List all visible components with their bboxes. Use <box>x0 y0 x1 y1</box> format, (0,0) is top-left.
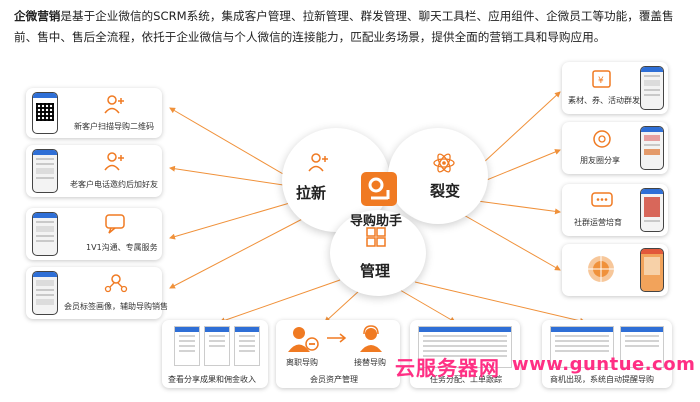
coupon-icon: ¥ <box>592 70 611 88</box>
bottom-card-4: 商机出现，系统自动提醒导购 <box>542 320 672 388</box>
watermark-url: www.guntue.com <box>512 354 696 375</box>
bottom-card-2-label: 会员资产管理 <box>310 375 358 384</box>
bottom-card-3-label: 任务分配、工单跟踪 <box>430 375 502 384</box>
add-user-icon <box>104 152 124 171</box>
support-agent-icon <box>360 325 382 352</box>
left-card-1: 新客户扫描导购二维码 <box>26 88 162 138</box>
bottom-card-3: 任务分配、工单跟踪 <box>410 320 520 388</box>
phone-mockup <box>640 126 664 170</box>
chat-bubble-icon <box>105 214 125 234</box>
right-card-1: ¥ 素材、券、活动群发 <box>562 62 668 114</box>
center-logo <box>361 172 397 206</box>
bottom-card-1-label: 查看分享成果和佣金收入 <box>168 375 256 384</box>
intro-text: 是基于企业微信的SCRM系统，集成客户管理、拉新管理、群发管理、聊天工具栏、应用… <box>14 9 674 44</box>
left-card-3: 1V1沟通、专属服务 <box>26 208 162 260</box>
screen-mockup <box>174 326 200 366</box>
hub-guanli-label: 管理 <box>360 262 391 280</box>
guide-logo-icon <box>368 177 390 200</box>
right-card-3-label: 社群运营培育 <box>574 218 622 227</box>
phone-mockup <box>32 92 58 134</box>
right-card-2: 朋友圈分享 <box>562 122 668 174</box>
phone-mockup <box>32 271 58 315</box>
intro-paragraph: 企微营销是基于企业微信的SCRM系统，集成客户管理、拉新管理、群发管理、聊天工具… <box>14 6 690 48</box>
phone-mockup <box>640 66 664 110</box>
screen-mockup <box>620 326 664 368</box>
right-card-2-label: 朋友圈分享 <box>580 156 620 165</box>
left-card-2: 老客户电话邀约后加好友 <box>26 145 162 197</box>
hub-guanli: 管理 <box>330 210 426 296</box>
user-network-icon <box>104 274 128 293</box>
share-camera-icon <box>593 130 611 148</box>
right-card-1-label: 素材、券、活动群发 <box>568 96 640 105</box>
phone-mockup <box>32 212 58 256</box>
add-user-icon <box>104 95 124 114</box>
left-card-1-label: 新客户扫描导购二维码 <box>74 122 154 131</box>
hub-liebian: 裂变 <box>388 128 488 224</box>
right-card-4 <box>562 244 668 296</box>
screen-mockup <box>418 326 512 368</box>
left-card-4-label: 会员标签画像，辅助导购销售 <box>64 302 168 311</box>
left-tag: 离职导购 <box>286 358 318 367</box>
remove-user-icon <box>288 327 319 352</box>
qr-code-icon <box>36 103 54 121</box>
hub-laxin-label: 拉新 <box>296 184 327 202</box>
atom-icon <box>433 153 455 173</box>
screen-mockup <box>234 326 260 366</box>
group-chat-icon <box>591 192 613 207</box>
phone-mockup <box>32 149 58 193</box>
screen-mockup <box>550 326 614 368</box>
add-user-icon <box>308 153 328 172</box>
right-tag: 接替导购 <box>354 358 386 367</box>
left-card-4: 会员标签画像，辅助导购销售 <box>26 267 168 319</box>
lucky-wheel-icon <box>588 256 614 282</box>
left-card-3-label: 1V1沟通、专属服务 <box>86 243 158 252</box>
watermark-cn: 云服务器网 <box>395 356 500 380</box>
hub-liebian-label: 裂变 <box>430 182 461 200</box>
center-label: 导购助手 <box>350 214 403 229</box>
arrow-right-icon <box>327 333 347 343</box>
phone-mockup <box>640 188 664 232</box>
grid-icon <box>366 227 386 247</box>
left-card-2-label: 老客户电话邀约后加好友 <box>70 180 158 189</box>
screen-mockup <box>204 326 230 366</box>
intro-title: 企微营销 <box>14 9 61 23</box>
bottom-card-1: 查看分享成果和佣金收入 <box>162 320 268 388</box>
bottom-card-2: 离职导购 接替导购 会员资产管理 <box>276 320 400 388</box>
svg-text:¥: ¥ <box>598 76 604 86</box>
bottom-card-4-label: 商机出现，系统自动提醒导购 <box>550 375 654 384</box>
right-card-3: 社群运营培育 <box>562 184 668 236</box>
phone-mockup <box>640 248 664 292</box>
